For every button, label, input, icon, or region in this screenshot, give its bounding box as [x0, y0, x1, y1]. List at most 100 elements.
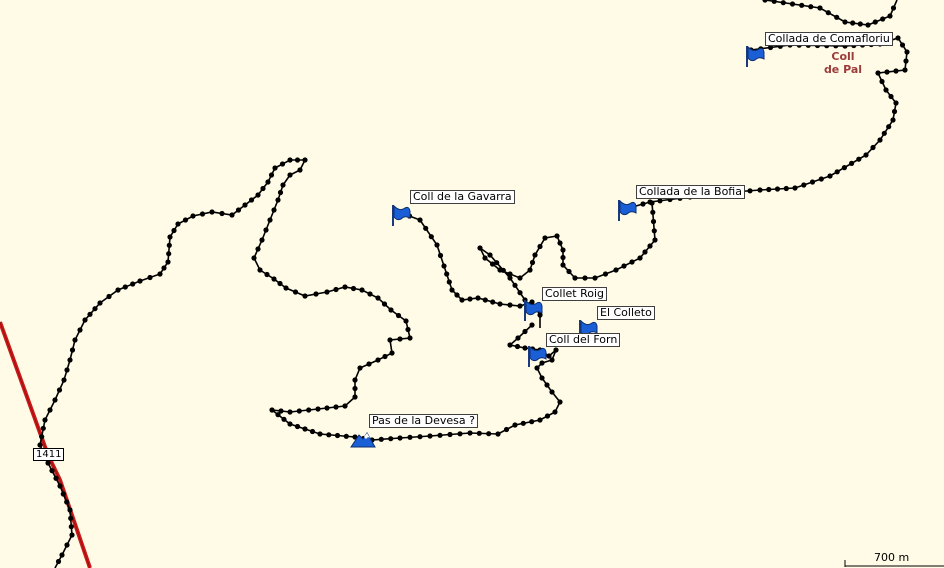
- track-point: [457, 431, 463, 437]
- track-point: [115, 287, 121, 293]
- track-point: [209, 209, 215, 215]
- track-point: [865, 22, 871, 28]
- blue-flag-icon[interactable]: [391, 203, 413, 227]
- gps-tracks: [37, 0, 910, 568]
- track-point: [459, 297, 465, 303]
- track-point: [49, 468, 55, 474]
- road-number-shield: 1411: [33, 448, 65, 461]
- track-point: [841, 165, 848, 171]
- track-point: [537, 243, 543, 250]
- track-point: [757, 187, 763, 193]
- blue-flag-icon[interactable]: [527, 344, 549, 368]
- track-point: [281, 416, 287, 422]
- track-point: [61, 377, 67, 383]
- waypoint-label-forn[interactable]: Coll del Forn: [546, 333, 621, 347]
- track-point: [161, 265, 167, 271]
- track-point: [423, 225, 429, 231]
- track-point: [444, 271, 450, 277]
- track-point: [842, 19, 848, 25]
- track-point: [877, 137, 883, 143]
- track-point: [602, 271, 609, 277]
- track-point: [428, 234, 434, 240]
- track-point: [529, 419, 535, 425]
- track-point: [147, 274, 153, 281]
- waypoint-label-gavarra[interactable]: Coll de la Gavarra: [410, 190, 515, 204]
- mountain-summit-icon[interactable]: [350, 428, 376, 448]
- track-point: [287, 409, 293, 415]
- track-point: [454, 292, 460, 298]
- track-point: [235, 207, 242, 213]
- track-point: [389, 350, 395, 356]
- track-point: [229, 212, 235, 218]
- track-point: [875, 70, 881, 76]
- track-point: [651, 228, 657, 234]
- track-point: [903, 58, 909, 64]
- track-point: [260, 185, 266, 192]
- track-point: [856, 156, 862, 162]
- track-point: [642, 249, 648, 255]
- blue-flag-icon[interactable]: [745, 44, 767, 68]
- track-point: [884, 69, 890, 75]
- track-point: [59, 552, 65, 558]
- track-point: [893, 100, 899, 106]
- track-point: [503, 426, 510, 433]
- track-point: [621, 263, 627, 269]
- track-point: [817, 5, 823, 11]
- blue-flag-icon[interactable]: [523, 298, 545, 322]
- track-point: [762, 0, 768, 3]
- track-point: [546, 353, 552, 359]
- track-point: [72, 337, 78, 343]
- track-point: [902, 67, 908, 73]
- track-point: [67, 507, 73, 513]
- track-point: [637, 255, 643, 261]
- track-point: [437, 432, 443, 438]
- track-point: [640, 201, 646, 207]
- track-point: [287, 421, 293, 427]
- track-point: [657, 198, 663, 204]
- track-point: [343, 433, 349, 439]
- track-point: [280, 182, 286, 188]
- track-point: [766, 186, 772, 193]
- track-point: [302, 157, 308, 163]
- track-point: [417, 434, 423, 440]
- track-point: [771, 0, 777, 4]
- track-point: [650, 218, 657, 225]
- track-point: [529, 322, 535, 328]
- track-point: [306, 407, 312, 413]
- track-point: [475, 295, 481, 301]
- waypoint-label-roig[interactable]: Collet Roig: [542, 287, 608, 301]
- track-point: [272, 165, 278, 171]
- waypoint-label-comafloriu[interactable]: Collada de Comafloriu: [765, 32, 893, 46]
- track-point: [366, 361, 372, 367]
- track-point: [899, 42, 906, 48]
- track-point: [886, 124, 892, 130]
- track-point: [294, 157, 301, 163]
- track-point: [279, 161, 286, 167]
- track-point: [313, 291, 319, 297]
- track-point: [251, 255, 257, 261]
- track-point: [182, 217, 189, 223]
- track-point: [342, 284, 348, 290]
- track-point: [512, 282, 518, 288]
- waypoint-label-devesa[interactable]: Pas de la Devesa ?: [369, 414, 478, 428]
- track-point: [278, 408, 284, 414]
- track-point: [507, 302, 513, 308]
- blue-flag-icon[interactable]: [617, 198, 639, 222]
- track-point: [780, 0, 786, 6]
- track-point: [381, 301, 388, 307]
- track-point: [269, 407, 275, 413]
- waypoint-label-bofia[interactable]: Collada de la Bofia: [636, 185, 745, 199]
- track-point: [309, 428, 316, 435]
- track-point: [106, 293, 112, 300]
- track-point: [265, 179, 271, 185]
- track-point: [783, 185, 789, 192]
- track-point: [171, 227, 177, 234]
- track-point: [834, 169, 840, 175]
- waypoint-label-colleto[interactable]: El Colleto: [597, 306, 655, 320]
- track-point: [774, 186, 781, 192]
- track-point: [87, 311, 93, 317]
- track-point: [60, 491, 66, 497]
- track-point: [649, 200, 655, 206]
